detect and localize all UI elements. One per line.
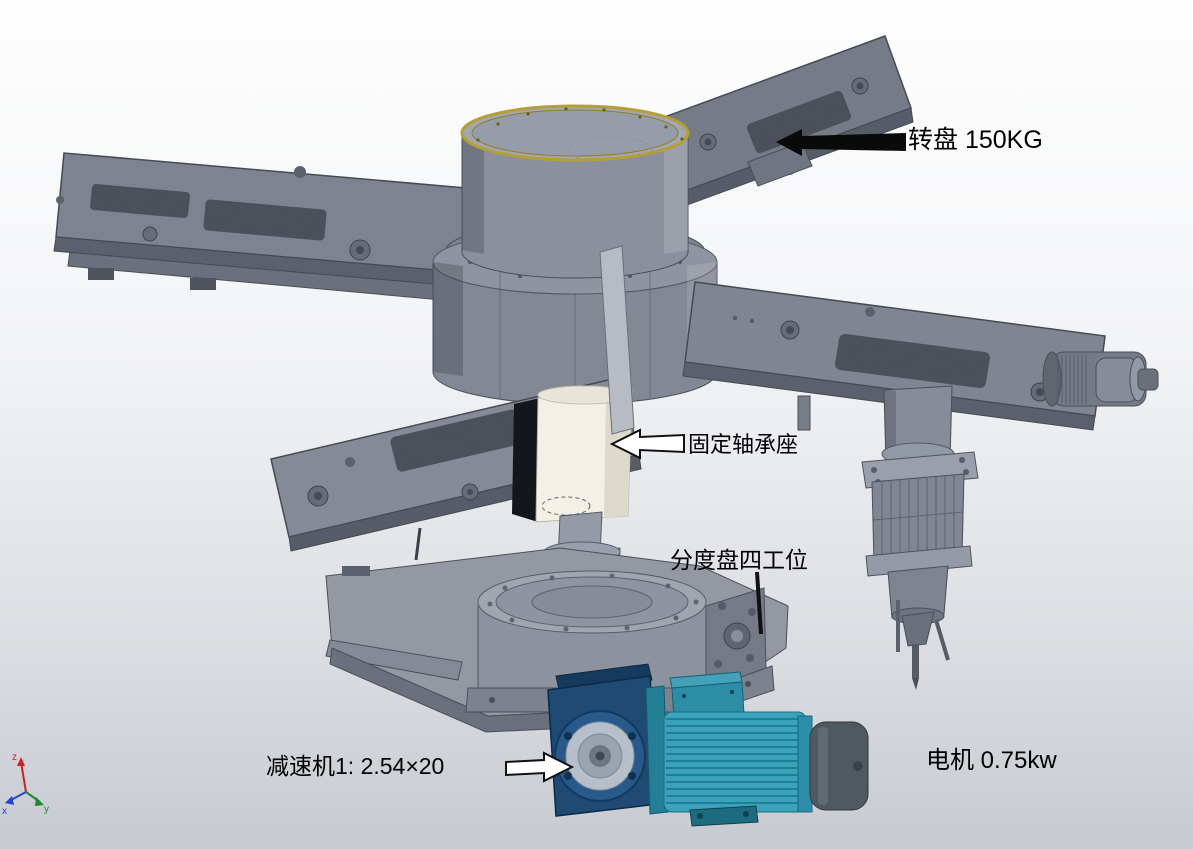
triad-z-label: z bbox=[12, 752, 17, 763]
right-arm-end-roller bbox=[1042, 351, 1159, 407]
turntable-arrow bbox=[776, 129, 906, 156]
annotation-motor: 电机 0.75kw bbox=[926, 747, 1057, 774]
annotation-arrows bbox=[505, 129, 906, 783]
bearing-arrow bbox=[609, 428, 685, 460]
worm-reducer bbox=[547, 663, 659, 817]
turntable-top-cylinder bbox=[460, 104, 690, 279]
reducer-arrow bbox=[505, 751, 575, 783]
view-orientation-triad[interactable]: z x y bbox=[2, 752, 49, 817]
plate-arm-right bbox=[682, 281, 1106, 431]
electric-motor bbox=[645, 671, 869, 827]
annotation-fixed-bearing: 固定轴承座 bbox=[688, 432, 799, 457]
annotation-index-plate: 分度盘四工位 bbox=[670, 547, 808, 573]
turntable-arm-left bbox=[53, 152, 525, 307]
triad-x-label: x bbox=[2, 806, 7, 817]
fixed-bearing-housing bbox=[512, 385, 633, 523]
index-plate-leader bbox=[755, 571, 763, 635]
triad-y-label: y bbox=[44, 804, 49, 815]
annotation-turntable: 转盘 150KG bbox=[908, 126, 1043, 154]
standoff-bar bbox=[599, 245, 635, 435]
vertical-actuator bbox=[861, 385, 979, 690]
annotation-reducer: 减速机1: 2.54×20 bbox=[266, 753, 445, 779]
